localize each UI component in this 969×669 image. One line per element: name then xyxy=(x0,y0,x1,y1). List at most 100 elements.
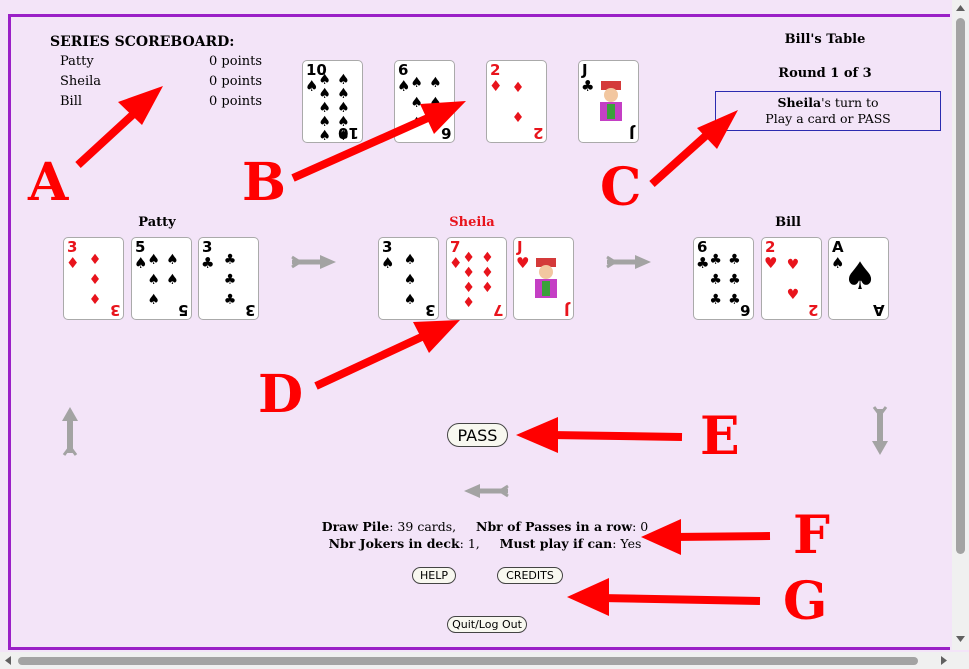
card-pips: ♣♣♣♣♣♣ xyxy=(708,250,742,310)
card-suit-icon: ♠ xyxy=(397,77,411,95)
passes-value: : 0 xyxy=(632,519,649,534)
card-rank: 6 xyxy=(398,61,409,79)
card-pips: ♦♦ xyxy=(501,73,535,133)
annotation-label-f: F xyxy=(793,505,830,566)
card-pip-icon: ♦ xyxy=(462,279,475,296)
card-rank: 3 xyxy=(67,238,78,256)
must-play-label: Must play if can xyxy=(499,536,613,551)
card-suit-icon: ♠ xyxy=(831,254,845,272)
card-suit-icon: ♦ xyxy=(489,77,503,95)
turn-player: Sheila xyxy=(777,95,822,110)
card-pip-icon: ♠ xyxy=(318,86,331,102)
card-pip-icon: ♠ xyxy=(403,292,417,308)
card-pip-icon: ♣ xyxy=(728,292,741,308)
scroll-left-icon[interactable] xyxy=(4,656,12,665)
playing-card[interactable]: 10♠♠♠♠♠♠♠♠♠♠♠10 xyxy=(302,60,363,143)
card-pips: ♣♣♣ xyxy=(213,250,247,310)
card-pip-icon: ♠ xyxy=(318,128,331,143)
player-name-patty: Patty xyxy=(138,215,176,230)
score-points: 0 points xyxy=(209,54,262,69)
card-pips: ♠♠♠♠♠♠♠♠♠♠ xyxy=(317,73,351,142)
card-pip-icon: ♠ xyxy=(410,95,423,111)
info-line-2: Nbr Jokers in deck: 1, Must play if can:… xyxy=(285,536,685,551)
playing-card[interactable]: 6♣♣♣♣♣♣♣6 xyxy=(693,237,754,320)
turn-action: Play a card or PASS xyxy=(765,111,891,126)
card-pip-icon: ♠ xyxy=(166,272,179,288)
card-suit-icon: ♦ xyxy=(449,254,463,272)
card-pip-icon: ♦ xyxy=(511,80,525,96)
card-pip-icon: ♠ xyxy=(147,272,160,288)
passes-label: Nbr of Passes in a row xyxy=(476,519,633,534)
card-pip-icon: ♦ xyxy=(462,264,475,281)
card-pip-icon: ♠ xyxy=(429,75,442,91)
horizontal-scroll-thumb[interactable] xyxy=(18,657,918,665)
pass-button[interactable]: PASS xyxy=(447,423,508,447)
annotation-arrow-b xyxy=(291,113,432,182)
annotation-arrow-g xyxy=(599,594,761,605)
card-rank: 10 xyxy=(306,61,327,79)
card-pip-icon: ♠ xyxy=(147,292,160,308)
playing-card[interactable]: 5♠♠♠♠♠♠5 xyxy=(131,237,192,320)
annotation-label-c: C xyxy=(600,157,642,218)
card-rank: J xyxy=(517,238,523,256)
playing-card[interactable]: 2♦♦♦2 xyxy=(486,60,547,143)
card-pip-icon: ♣ xyxy=(728,272,741,288)
card-pip-icon: ♠ xyxy=(403,252,417,268)
card-pips: ♦♦♦♦♦♦♦ xyxy=(461,250,495,310)
playing-card[interactable]: 3♦♦♦♦3 xyxy=(63,237,124,320)
playing-card[interactable]: 3♣♣♣♣3 xyxy=(198,237,259,320)
card-pips: ♠♠♠ xyxy=(393,250,427,310)
playing-card[interactable]: J♥J xyxy=(513,237,574,320)
card-rank: 6 xyxy=(697,238,708,256)
card-pips: ♥♥ xyxy=(776,250,810,310)
card-pips: ♠ ♠ ♠ ♠ ♠ xyxy=(146,250,180,310)
card-pip-icon: ♥ xyxy=(786,287,800,303)
arrow-left-icon xyxy=(464,484,509,498)
card-suit-icon: ♠ xyxy=(381,254,395,272)
card-pip-icon: ♣ xyxy=(709,292,722,308)
card-pip-icon: ♦ xyxy=(481,264,494,281)
annotation-arrow-c xyxy=(649,129,713,187)
card-pip-icon: ♣ xyxy=(223,292,237,308)
card-rank: 5 xyxy=(135,238,146,256)
card-pip-icon: ♠ xyxy=(147,252,160,268)
help-button[interactable]: HELP xyxy=(412,567,456,584)
score-name: Bill xyxy=(60,94,83,109)
vertical-scrollbar[interactable] xyxy=(952,0,969,650)
card-pips: ♦♦♦ xyxy=(78,250,112,310)
card-pip-icon: ♠ xyxy=(337,86,350,102)
vertical-scroll-thumb[interactable] xyxy=(956,18,965,554)
card-pip-icon: ♠ xyxy=(337,114,350,130)
scoreboard-title: SERIES SCOREBOARD: xyxy=(50,34,235,50)
score-name: Sheila xyxy=(60,74,102,89)
playing-card[interactable]: J♣J xyxy=(578,60,639,143)
card-pip-icon: ♠ xyxy=(166,252,179,268)
annotation-arrow-e xyxy=(549,431,683,441)
card-pip-icon: ♠ xyxy=(337,100,350,116)
arrow-up-icon xyxy=(62,407,78,456)
scroll-down-icon[interactable] xyxy=(956,635,965,643)
playing-card[interactable]: 2♥♥♥2 xyxy=(761,237,822,320)
info-line-1: Draw Pile: 39 cards, Nbr of Passes in a … xyxy=(285,519,685,534)
playing-card[interactable]: 7♦♦♦♦♦♦♦♦7 xyxy=(446,237,507,320)
quit-logout-button[interactable]: Quit/Log Out xyxy=(447,616,527,633)
card-pip-icon: ♦ xyxy=(88,292,102,308)
annotation-label-d: D xyxy=(258,364,304,425)
scroll-right-icon[interactable] xyxy=(940,656,948,665)
jack-face-icon xyxy=(535,258,557,298)
score-row-bill: Bill 0 points xyxy=(60,94,265,109)
credits-button[interactable]: CREDITS xyxy=(497,567,563,584)
scroll-up-icon[interactable] xyxy=(956,4,965,12)
card-rank: A xyxy=(832,238,844,256)
game-frame xyxy=(8,14,950,650)
card-rank: 2 xyxy=(490,61,501,79)
playing-card[interactable]: 3♠♠♠♠3 xyxy=(378,237,439,320)
playing-card[interactable]: A♠♠A xyxy=(828,237,889,320)
horizontal-scrollbar[interactable] xyxy=(0,652,969,669)
card-pip-icon: ♥ xyxy=(786,257,800,273)
ace-spade-icon: ♠ xyxy=(843,254,878,298)
score-name: Patty xyxy=(60,54,94,69)
card-suit-icon: ♥ xyxy=(764,254,778,272)
score-row-patty: Patty 0 points xyxy=(60,54,265,69)
card-pip-icon: ♦ xyxy=(88,272,102,288)
